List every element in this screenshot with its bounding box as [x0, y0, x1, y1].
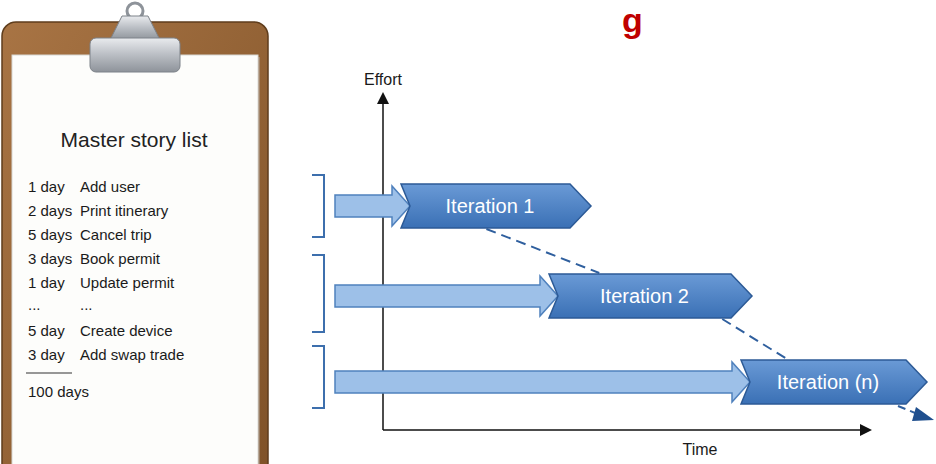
iteration-label: Iteration (n)	[777, 371, 879, 394]
estimate-cell: 1 day	[28, 274, 65, 292]
iteration-label: Iteration 1	[446, 195, 535, 218]
estimate-cell: 5 day	[28, 322, 65, 340]
clipboard-board	[2, 22, 268, 464]
group-bracket	[312, 346, 324, 408]
total-rule	[26, 372, 72, 373]
group-bracket	[312, 175, 324, 237]
chevron-shape	[549, 274, 752, 318]
chevron-shape	[741, 360, 927, 404]
total-cell: 100 days	[28, 383, 89, 401]
dashed-connector	[486, 229, 599, 273]
block-arrow	[335, 186, 410, 226]
list-heading: Master story list	[0, 128, 268, 152]
iteration-chevron: Iteration 2	[548, 273, 753, 319]
group-bracket	[312, 255, 324, 332]
iteration-chevron: Iteration (n)	[740, 359, 928, 405]
chevron-body: Iteration 1	[400, 183, 592, 229]
chevron-body: Iteration (n)	[740, 359, 928, 405]
ellipsis-cell: ...	[80, 296, 93, 314]
chevron-body: Iteration 2	[548, 273, 753, 319]
story-cell: Update permit	[80, 274, 174, 292]
iteration-label: Iteration 2	[600, 285, 689, 308]
axis-label: Effort	[364, 70, 402, 89]
iteration-chevron: Iteration 1	[400, 183, 592, 229]
ellipsis-cell: ...	[28, 296, 41, 314]
estimate-cell: 2 days	[28, 202, 72, 220]
story-cell: Add swap trade	[80, 346, 184, 364]
story-cell: Create device	[80, 322, 173, 340]
story-cell: Cancel trip	[80, 226, 152, 244]
story-cell: Print itinerary	[80, 202, 168, 220]
story-cell: Add user	[80, 178, 140, 196]
estimate-cell: 5 days	[28, 226, 72, 244]
block-arrow	[335, 362, 750, 402]
block-arrow	[335, 276, 558, 316]
estimate-cell: 3 days	[28, 250, 72, 268]
time-axis	[383, 429, 862, 431]
chevron-shape	[401, 184, 591, 228]
axis-arrowhead	[377, 92, 389, 104]
axis-label: Time	[683, 440, 718, 459]
axis-arrowhead	[860, 424, 872, 436]
clip-top	[110, 16, 160, 40]
clip-base	[90, 38, 180, 72]
dashed-connector	[722, 319, 787, 359]
estimate-cell: 3 day	[28, 346, 65, 364]
estimate-cell: 1 day	[28, 178, 65, 196]
clipboard-paper	[12, 55, 258, 464]
title-fragment: g	[622, 0, 643, 41]
story-cell: Book permit	[80, 250, 160, 268]
trend-arrowhead	[912, 407, 934, 421]
